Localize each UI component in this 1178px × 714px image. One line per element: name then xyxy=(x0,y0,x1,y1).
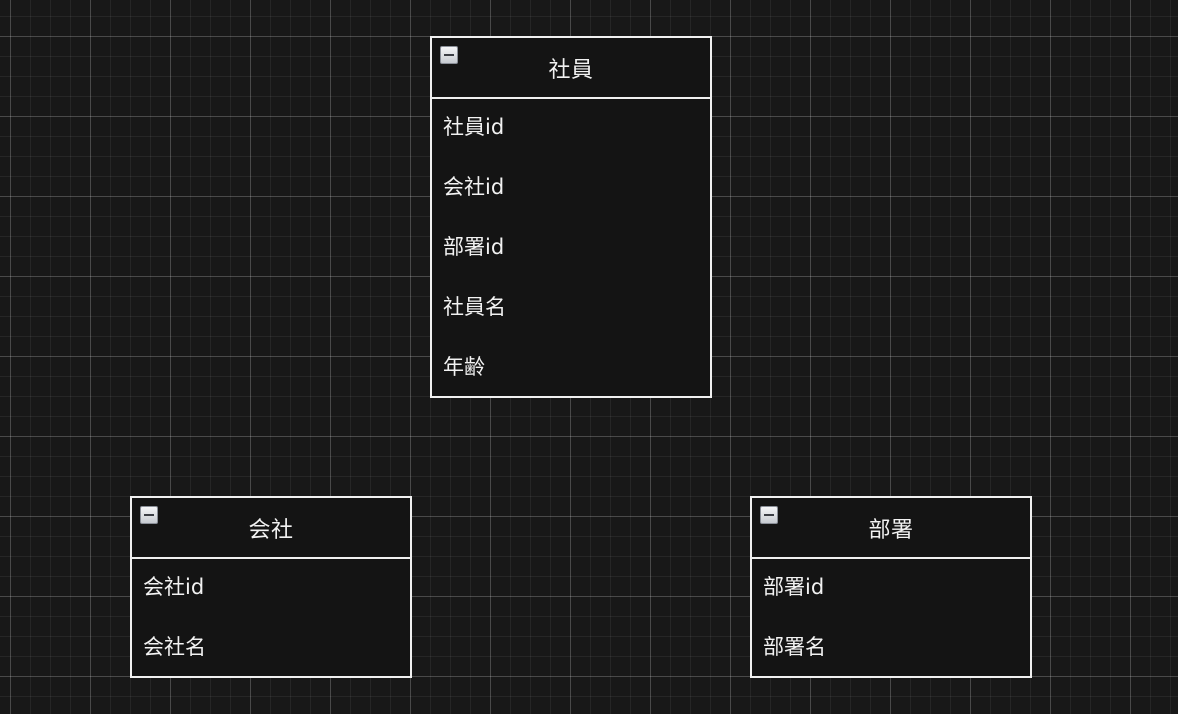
collapse-icon[interactable] xyxy=(140,506,158,524)
attribute-company-id[interactable]: 会社id xyxy=(143,575,205,599)
attribute-department-id[interactable]: 部署id xyxy=(443,235,505,259)
entity-employee-header[interactable]: 社員 xyxy=(432,38,710,99)
attribute-employee-name[interactable]: 社員名 xyxy=(443,295,506,319)
entity-department[interactable]: 部署 部署id 部署名 xyxy=(750,496,1032,678)
entity-department-header[interactable]: 部署 xyxy=(752,498,1030,559)
attribute-age[interactable]: 年齢 xyxy=(443,355,485,379)
entity-employee-title: 社員 xyxy=(548,57,594,83)
attribute-company-id[interactable]: 会社id xyxy=(443,175,505,199)
collapse-icon[interactable] xyxy=(760,506,778,524)
attribute-company-name[interactable]: 会社名 xyxy=(143,635,206,659)
entity-employee[interactable]: 社員 社員id 会社id 部署id 社員名 年齢 xyxy=(430,36,712,398)
attribute-department-id[interactable]: 部署id xyxy=(763,575,825,599)
attribute-employee-id[interactable]: 社員id xyxy=(443,115,505,139)
entity-company-title: 会社 xyxy=(248,517,294,543)
entity-department-title: 部署 xyxy=(868,517,914,543)
entity-company-header[interactable]: 会社 xyxy=(132,498,410,559)
collapse-icon[interactable] xyxy=(440,46,458,64)
attribute-department-name[interactable]: 部署名 xyxy=(763,635,826,659)
entity-company[interactable]: 会社 会社id 会社名 xyxy=(130,496,412,678)
